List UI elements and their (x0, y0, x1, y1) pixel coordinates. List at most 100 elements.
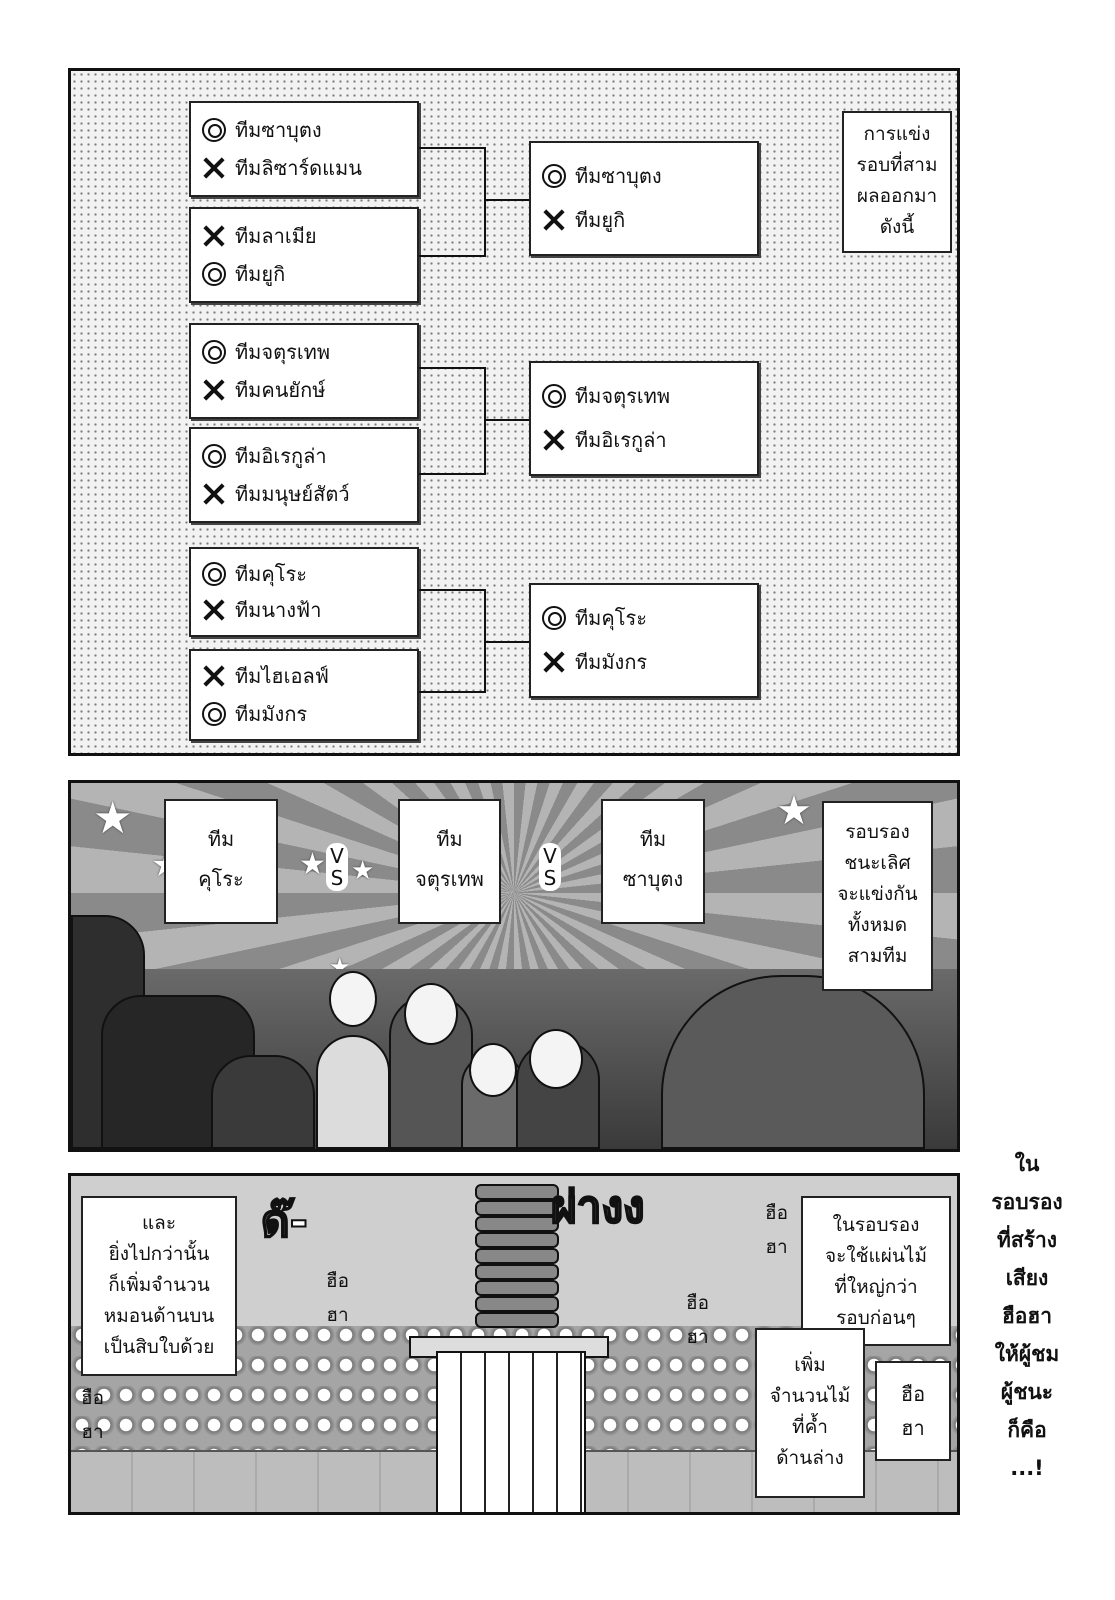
bracket-line (419, 147, 485, 149)
bracket-line (419, 473, 485, 475)
cross-icon (541, 427, 567, 453)
double-circle-icon (201, 339, 227, 365)
pillow-stack (475, 1184, 559, 1200)
semifinal-caption: รอบรอง ชนะเลิศ จะแข่งกัน ทั้งหมด สามทีม (822, 801, 933, 991)
character-face (529, 1029, 583, 1089)
team-name: ทีมมนุษย์สัตว์ (235, 482, 350, 506)
final-card: ทีมคุโระ ทีมมังกร (529, 583, 759, 698)
match-card: ทีมลาเมีย ทีมยูกิ (189, 207, 419, 303)
sfx-boom-right: ผ่างง (550, 1181, 645, 1234)
team-name: ทีมอิเรกูล่า (575, 428, 667, 452)
bracket-entry: ทีมยูกิ (201, 257, 285, 291)
wooden-support (436, 1351, 586, 1512)
team-name: ทีมคนยักษ์ (235, 378, 326, 402)
team-name: ทีมลิซาร์ดแมน (235, 156, 362, 180)
caption-line: สามทีม (847, 945, 908, 967)
cross-icon (201, 597, 227, 623)
team-name: ทีมลาเมีย (235, 224, 317, 248)
bracket-line (484, 199, 529, 201)
pillow-stack (475, 1280, 559, 1296)
caption-line: รอบก่อนๆ (836, 1307, 916, 1329)
bracket-entry: ทีมนางฟ้า (201, 593, 321, 627)
team-name: ทีมคุโระ (235, 562, 307, 586)
team-box-line: ทีม (207, 827, 235, 851)
caption-line: ที่ใหญ่กว่า (834, 1276, 918, 1298)
caption-line: ชนะเลิศ (844, 852, 911, 874)
team-box-line: ทีม (639, 827, 667, 851)
character-face (329, 971, 377, 1027)
cross-icon (201, 377, 227, 403)
sfx-crowd: ฮือ ฮา (81, 1381, 104, 1449)
bracket-entry: ทีมซาบุตง (201, 113, 322, 147)
narration-line: ก็คือ (1007, 1418, 1047, 1442)
team-name: ทีมมังกร (235, 702, 308, 726)
caption-line: เพิ่ม (794, 1354, 826, 1376)
bracket-entry: ทีมจตุรเทพ (201, 335, 330, 369)
bracket-line (484, 367, 486, 475)
double-circle-icon (201, 261, 227, 287)
cross-icon (541, 207, 567, 233)
narration-line: ใน (1014, 1152, 1040, 1176)
sfx-text: ฮา (901, 1416, 925, 1440)
caption-line: ในรอบรอง (832, 1214, 920, 1236)
match-card: ทีมซาบุตง ทีมลิซาร์ดแมน (189, 101, 419, 197)
sfx-text: ฮือ (686, 1292, 710, 1314)
double-circle-icon (201, 701, 227, 727)
team-box-line: ซาบุตง (622, 867, 684, 891)
cross-icon (541, 649, 567, 675)
narration-line: ให้ผู้ชม (994, 1342, 1060, 1366)
team-name: ทีมมังกร (575, 650, 648, 674)
pillow-stack (475, 1312, 559, 1328)
team-box-line: ทีม (436, 827, 463, 851)
cross-icon (201, 223, 227, 249)
team-name: ทีมอิเรกูล่า (235, 444, 327, 468)
team-name: ทีมซาบุตง (575, 164, 662, 188)
caption-line: จำนวนไม้ (769, 1385, 851, 1407)
caption-line: ที่ค้ำ (792, 1416, 828, 1438)
sfx-crowd: ฮือ ฮา (326, 1264, 349, 1332)
star-icon: ★ (299, 847, 326, 882)
team-box-kuro: ทีม คุโระ (164, 799, 278, 924)
caption-line: รอบที่สาม (856, 154, 938, 176)
narration-line: ...! (1010, 1456, 1044, 1480)
pillow-stack (475, 1264, 559, 1280)
double-circle-icon (201, 117, 227, 143)
bracket-line (484, 419, 529, 421)
bracket-entry: ทีมคุโระ (201, 557, 307, 591)
crowd-sfx-box: ฮือ ฮา (875, 1361, 951, 1461)
team-name: ทีมจตุรเทพ (235, 340, 331, 364)
bracket-panel: ทีมซาบุตง ทีมลิซาร์ดแมน ทีมลาเมีย ทีมยูก… (68, 68, 960, 756)
bracket-entry: ทีมจตุรเทพ (541, 379, 670, 413)
sfx-text: ฮือ (81, 1387, 105, 1409)
double-circle-icon (201, 443, 227, 469)
caption-line: ทั้งหมด (847, 914, 908, 936)
double-circle-icon (201, 561, 227, 587)
star-icon: ★ (776, 788, 812, 834)
bracket-entry: ทีมอิเรกูล่า (201, 439, 327, 473)
support-caption: เพิ่ม จำนวนไม้ ที่ค้ำ ด้านล่าง (755, 1328, 865, 1498)
caption-line: ผลออกมา (856, 185, 938, 207)
sfx-text: ฮา (686, 1326, 709, 1348)
caption-line: รอบรอง (845, 821, 910, 843)
narration-line: ฮือฮา (1001, 1304, 1053, 1328)
pillow-stack (475, 1296, 559, 1312)
sfx-text: ฮา (81, 1421, 104, 1443)
final-card: ทีมซาบุตง ทีมยูกิ (529, 141, 759, 256)
side-narration: ใน รอบรอง ที่สร้าง เสียง ฮือฮา ให้ผู้ชม … (982, 1145, 1072, 1487)
team-name: ทีมไฮเอลฟ์ (235, 664, 329, 688)
narration-line: ที่สร้าง (997, 1228, 1057, 1252)
double-circle-icon (541, 383, 567, 409)
bracket-entry: ทีมคนยักษ์ (201, 373, 325, 407)
caption-line: เป็นสิบใบด้วย (103, 1336, 215, 1358)
caption-line: จะใช้แผ่นไม้ (825, 1245, 927, 1267)
bracket-entry: ทีมมังกร (541, 645, 647, 679)
semifinal-panel: ★ ★ ★ ★ ★ ★ ทีม คุโระ VS ทีม จตุรเทพ VS … (68, 780, 960, 1152)
double-circle-icon (541, 605, 567, 631)
sfx-crowd: ฮือ ฮา (686, 1286, 709, 1354)
team-name: ทีมซาบุตง (235, 118, 322, 142)
caption-line: การแข่ง (863, 123, 931, 145)
pillow-stack (475, 1232, 559, 1248)
final-card: ทีมจตุรเทพ ทีมอิเรกูล่า (529, 361, 759, 476)
sfx-text: ฮา (326, 1304, 349, 1326)
